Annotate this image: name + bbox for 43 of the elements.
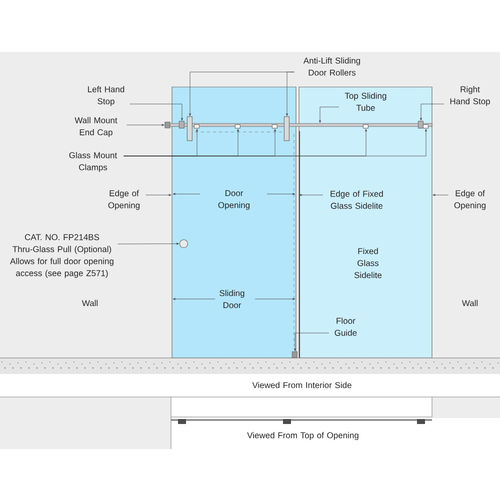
callout-text: Floor Guide xyxy=(334,318,357,336)
glass-panel xyxy=(298,86,432,358)
leader-line xyxy=(286,72,294,116)
leader-line xyxy=(118,242,179,245)
clamp xyxy=(362,124,368,128)
clamp xyxy=(272,124,278,128)
callout-text: Left Hand Stop xyxy=(88,86,124,106)
label-text: Wall xyxy=(82,300,98,306)
leader-line xyxy=(130,104,183,120)
roller xyxy=(284,116,290,141)
leader-line xyxy=(319,106,340,123)
label-text: Viewed From Top of Opening xyxy=(247,432,358,440)
leader-line xyxy=(126,124,164,126)
leader-line xyxy=(124,128,428,156)
callout-text: CAT. NO. FP214BS Thru-Glass Pull (Optional) Allows for full door opening access (see page Z571) xyxy=(10,234,114,278)
callout-text: Right Hand Stop xyxy=(450,86,490,106)
floor-guide xyxy=(292,351,298,358)
callout-text: Edge of Fixed Glass Sidelite xyxy=(330,190,383,209)
end-cap xyxy=(164,122,170,128)
clamp xyxy=(194,124,200,128)
clamp xyxy=(234,124,240,128)
clamp xyxy=(422,124,428,128)
label-text: Sliding Door xyxy=(220,290,244,308)
stop xyxy=(418,120,424,128)
label-text: Viewed From Interior Side xyxy=(252,382,352,388)
label-text: Wall xyxy=(462,300,478,306)
callout-text: Top Sliding Tube xyxy=(344,92,386,111)
leader-line xyxy=(432,194,448,196)
callout-text: Glass Mount Clamps xyxy=(69,152,118,172)
label-text: Fixed Glass Sidelite xyxy=(354,248,382,278)
label-text: Door Opening xyxy=(218,190,250,210)
stop xyxy=(178,120,184,128)
callout-text: Wall Mount End Cap xyxy=(74,117,118,137)
leader-line xyxy=(294,332,330,351)
callout-text: Edge of Opening xyxy=(108,190,140,210)
leader-line xyxy=(299,194,324,196)
roller xyxy=(186,116,192,141)
callout-text: Anti-Lift Sliding Door Rollers xyxy=(303,57,360,76)
leader-line xyxy=(146,194,172,196)
glass-panel xyxy=(172,86,296,358)
pull-knob xyxy=(179,239,188,248)
leader-line xyxy=(420,104,444,120)
callout-text: Edge of Opening xyxy=(454,190,486,210)
